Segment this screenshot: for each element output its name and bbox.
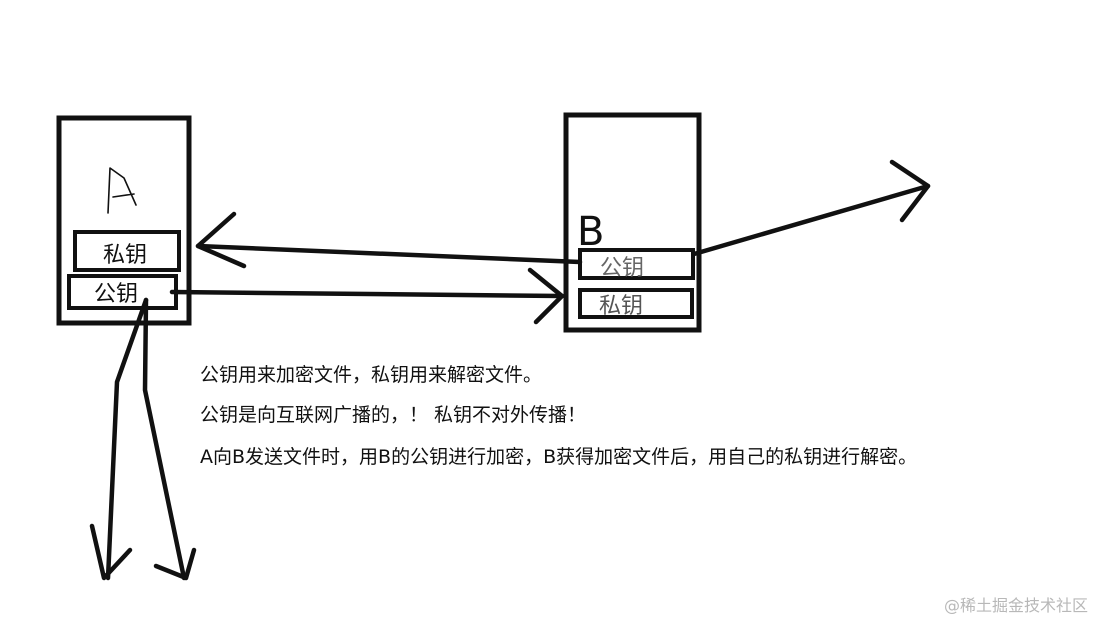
arrow-b-public-to-a: [195, 211, 583, 269]
arrow-a-public-down-right: [142, 297, 197, 581]
note-line-2: 公钥是向互联网广播的，！ 私钥不对外传播！: [200, 404, 587, 426]
node-b-box: [563, 112, 702, 333]
arrow-broadcast-head: [889, 159, 931, 223]
node-a-private-key-label: 私钥: [103, 243, 147, 268]
node-a-private-key-box: [73, 230, 181, 272]
arrow-b-to-a-shaft: [195, 243, 583, 265]
arrow-b-to-a-head: [195, 211, 247, 269]
note-line-1: 公钥用来加密文件，私钥用来解密文件。: [200, 364, 543, 386]
arrow-a-public-down-left: [89, 297, 149, 581]
node-b-public-key-label: 公钥: [600, 256, 644, 281]
node-a-public-key-label: 公钥: [94, 282, 138, 307]
arrow-a-to-b-head: [527, 267, 565, 325]
arrow-down-right-shaft: [142, 297, 187, 581]
arrow-a-to-b-shaft: [169, 289, 565, 299]
arrow-down-left-head: [89, 523, 133, 581]
arrow-broadcast-shaft: [691, 183, 931, 257]
node-b-private-key-box: [578, 288, 694, 319]
node-b-private-key-label: 私钥: [599, 294, 643, 319]
node-b: B 公钥 私钥: [563, 112, 702, 333]
note-line-3: A向B发送文件时，用B的公钥进行加密，B获得加密文件后，用自己的私钥进行解密。: [200, 446, 918, 468]
arrow-down-left-shaft: [105, 297, 149, 581]
node-a: A 私钥 公钥: [56, 115, 192, 326]
watermark: @稀土掘金技术社区: [943, 596, 1088, 615]
node-b-letter: B: [577, 209, 604, 255]
arrow-down-right-head: [153, 547, 197, 581]
node-a-letter-glyph: [107, 167, 137, 214]
arrow-b-public-broadcast: [691, 159, 931, 257]
arrow-a-public-to-b: [169, 267, 565, 325]
node-a-box: [56, 115, 192, 326]
node-a-letter: A: [106, 208, 107, 211]
